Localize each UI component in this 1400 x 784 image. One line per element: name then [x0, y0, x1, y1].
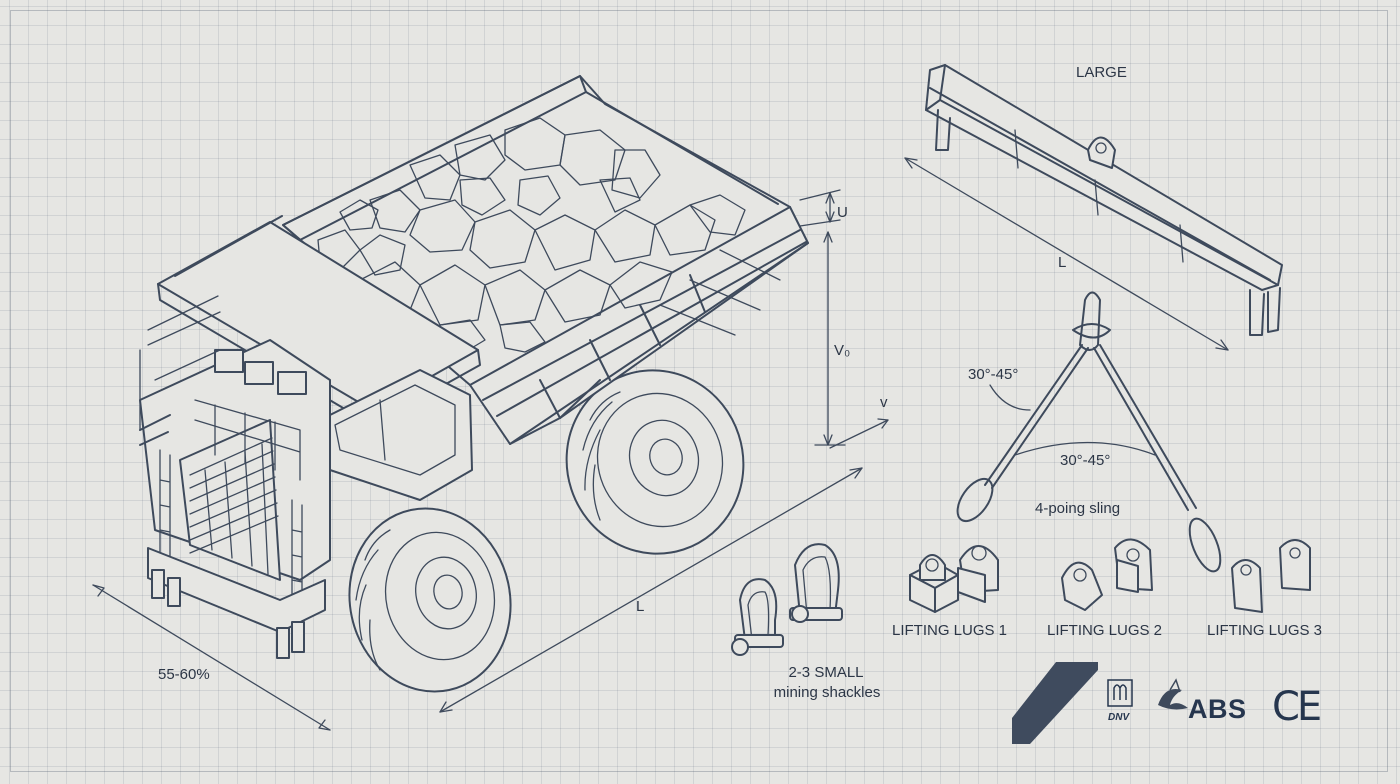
lugs-set-1 — [909, 545, 999, 613]
rear-tire — [565, 369, 745, 555]
lugs-set-3 — [1231, 539, 1311, 613]
front-tire — [348, 507, 512, 693]
abs-eagle-emblem — [1158, 678, 1188, 710]
dnv-logo-text: DNV — [1108, 712, 1130, 723]
four-leg-sling-illustration — [956, 291, 1222, 573]
dump-body — [282, 75, 809, 445]
dimension-v0-label: V₀ — [834, 342, 851, 359]
lifting-lugs-2-label: LIFTING LUGS 2 — [1047, 622, 1163, 639]
shackles-label-line2: mining shackles — [773, 684, 881, 701]
spreader-beam-illustration — [904, 64, 1283, 351]
ce-mark: CE — [1272, 684, 1322, 730]
shackles-illustration — [731, 543, 843, 656]
abs-logo-text: ABS — [1188, 694, 1247, 724]
upper-angle-label: 30°-45° — [968, 366, 1019, 383]
truck-dimension-lines — [92, 189, 889, 731]
sling-label: 4-poing sling — [1035, 500, 1121, 517]
dnv-logo-mark — [1107, 679, 1133, 707]
haul-truck-illustration — [92, 75, 889, 731]
lower-angle-label: 30°-45° — [1060, 452, 1111, 469]
sheet-border — [10, 10, 1388, 772]
accent-bar — [1012, 662, 1098, 744]
lifting-lugs-1-label: LIFTING LUGS 1 — [892, 622, 1008, 639]
dimension-v-label: v — [880, 394, 888, 411]
lugs-set-2 — [1061, 538, 1153, 611]
certification-logos — [1012, 662, 1188, 744]
dimension-u-label: U — [837, 204, 848, 221]
spreader-beam-size-label: LARGE — [1076, 64, 1127, 81]
lifting-lugs-3-label: LIFTING LUGS 3 — [1207, 622, 1323, 639]
lifting-lugs-illustration — [909, 538, 1311, 613]
truck-length-label: L — [636, 598, 645, 615]
cab-and-front — [139, 295, 473, 659]
shackles-label-line1: 2-3 SMALL — [788, 664, 864, 681]
beam-length-label: L — [1058, 254, 1067, 271]
percentage-label: 55-60% — [158, 666, 210, 683]
